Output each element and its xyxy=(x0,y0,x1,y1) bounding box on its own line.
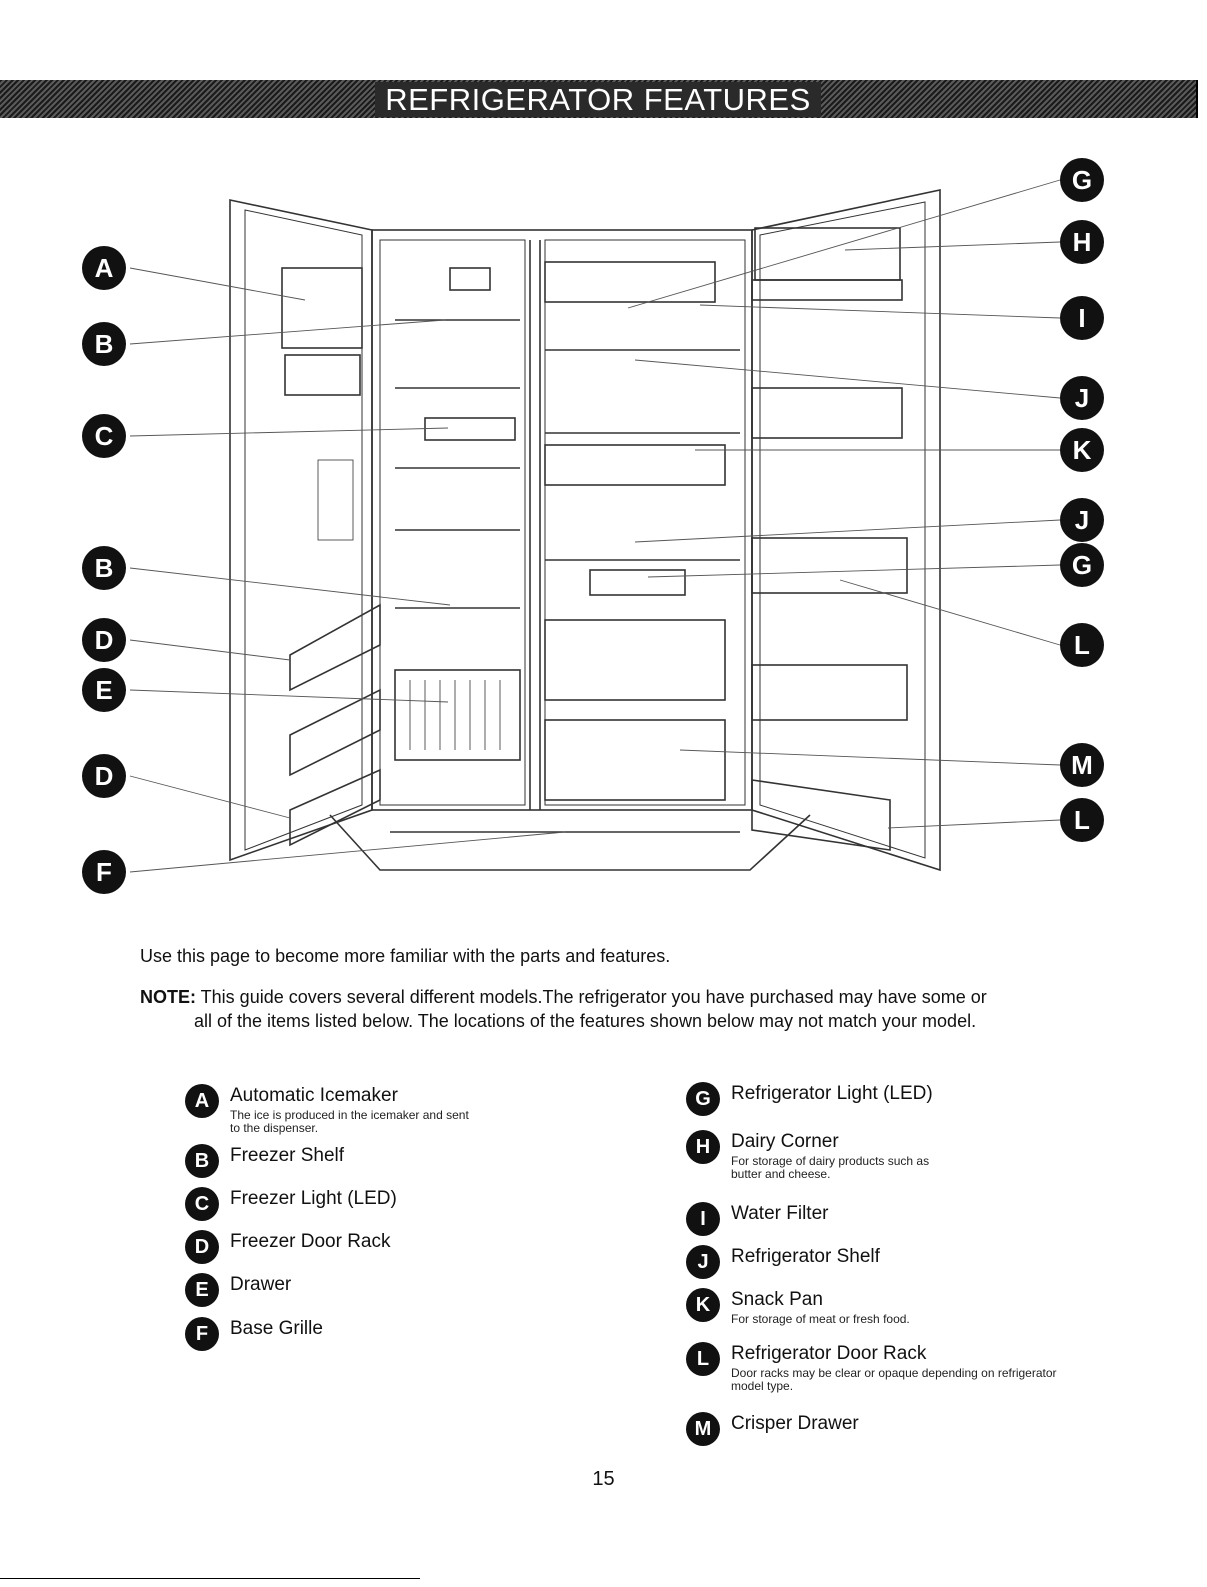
legend-name-d: Freezer Door Rack xyxy=(230,1231,391,1252)
page-number: 15 xyxy=(592,1468,615,1490)
legend-badge-b: B xyxy=(185,1144,219,1178)
svg-text:E: E xyxy=(195,1279,208,1301)
svg-text:B: B xyxy=(95,553,114,583)
legend-name-a: Automatic Icemaker xyxy=(230,1085,398,1106)
callout-g-lower: G xyxy=(1060,543,1104,587)
legend-badge-f: F xyxy=(185,1317,219,1351)
svg-text:M: M xyxy=(695,1418,712,1440)
legend-name-g: Refrigerator Light (LED) xyxy=(731,1083,933,1104)
svg-text:G: G xyxy=(1072,550,1092,580)
callout-b-lower: B xyxy=(82,546,126,590)
note-text: NOTE: This guide covers several differen… xyxy=(140,985,1100,1033)
callout-h: H xyxy=(1060,220,1104,264)
callout-i: I xyxy=(1060,296,1104,340)
leader-lines xyxy=(129,179,1061,873)
callout-g-upper: G xyxy=(1060,158,1104,202)
svg-text:D: D xyxy=(95,625,114,655)
refrigerator-drawing xyxy=(229,189,941,872)
svg-text:L: L xyxy=(1074,805,1090,835)
svg-text:H: H xyxy=(1073,227,1092,257)
svg-text:A: A xyxy=(95,253,114,283)
legend-badge-m: M xyxy=(686,1412,720,1446)
legend-name-i: Water Filter xyxy=(731,1203,829,1224)
legend-name-m: Crisper Drawer xyxy=(731,1413,859,1434)
callout-m: M xyxy=(1060,743,1104,787)
legend-name-e: Drawer xyxy=(230,1274,292,1295)
note-line2: all of the items listed below. The locat… xyxy=(194,1011,977,1031)
legend-badge-a: A xyxy=(185,1084,219,1118)
callout-l-lower: L xyxy=(1060,798,1104,842)
legend-badge-j: J xyxy=(686,1245,720,1279)
legend-badge-k: K xyxy=(686,1288,720,1322)
svg-text:D: D xyxy=(95,761,114,791)
callout-a: A xyxy=(82,246,126,290)
callout-b-upper: B xyxy=(82,322,126,366)
legend-name-c: Freezer Light (LED) xyxy=(230,1188,397,1209)
legend-desc-a: The ice is produced in the icemaker and … xyxy=(230,1108,469,1135)
svg-text:A: A xyxy=(195,1090,209,1112)
legend-name-b: Freezer Shelf xyxy=(230,1145,345,1166)
svg-text:B: B xyxy=(195,1150,209,1172)
svg-text:B: B xyxy=(95,329,114,359)
legend-desc-h: For storage of dairy products such as bu… xyxy=(731,1154,930,1181)
refrigerator-diagram: A B C B D E D F G H I J K J G L M L xyxy=(82,158,1104,894)
callout-j-upper: J xyxy=(1060,376,1104,420)
svg-text:F: F xyxy=(196,1323,208,1345)
note-label: NOTE: xyxy=(140,987,196,1007)
intro-text: Use this page to become more familiar wi… xyxy=(140,946,671,966)
svg-text:J: J xyxy=(697,1251,708,1273)
bottom-rule xyxy=(0,1578,420,1579)
callout-j-lower: J xyxy=(1060,498,1104,542)
svg-text:G: G xyxy=(1072,165,1092,195)
svg-text:H: H xyxy=(696,1136,710,1158)
svg-text:D: D xyxy=(195,1236,209,1258)
legend-badge-e: E xyxy=(185,1273,219,1307)
legend-badge-l: L xyxy=(686,1342,720,1376)
svg-text:I: I xyxy=(700,1208,706,1230)
callout-d-upper: D xyxy=(82,618,126,662)
legend-name-l: Refrigerator Door Rack xyxy=(731,1343,927,1364)
callout-d-lower: D xyxy=(82,754,126,798)
callout-l-upper: L xyxy=(1060,623,1104,667)
svg-text:L: L xyxy=(697,1348,709,1370)
legend-badge-d: D xyxy=(185,1230,219,1264)
svg-text:M: M xyxy=(1071,750,1093,780)
svg-text:I: I xyxy=(1078,303,1085,333)
svg-text:K: K xyxy=(1073,435,1092,465)
legend-name-f: Base Grille xyxy=(230,1318,323,1339)
callout-f: F xyxy=(82,850,126,894)
callout-k: K xyxy=(1060,428,1104,472)
legend-desc-l: Door racks may be clear or opaque depend… xyxy=(731,1366,1057,1393)
legend-name-h: Dairy Corner xyxy=(731,1131,839,1152)
svg-text:K: K xyxy=(696,1294,711,1316)
svg-text:C: C xyxy=(95,421,114,451)
legend-badge-c: C xyxy=(185,1187,219,1221)
legend-name-j: Refrigerator Shelf xyxy=(731,1246,880,1267)
svg-text:C: C xyxy=(195,1193,209,1215)
svg-text:L: L xyxy=(1074,630,1090,660)
svg-text:G: G xyxy=(695,1088,711,1110)
svg-text:E: E xyxy=(95,675,112,705)
legend-badge-g: G xyxy=(686,1082,720,1116)
legend-badge-h: H xyxy=(686,1130,720,1164)
callout-e: E xyxy=(82,668,126,712)
svg-text:F: F xyxy=(96,857,112,887)
legend-desc-k: For storage of meat or fresh food. xyxy=(731,1312,910,1326)
legend-name-k: Snack Pan xyxy=(731,1289,823,1310)
svg-text:J: J xyxy=(1075,383,1089,413)
page-title: REFRIGERATOR FEATURES xyxy=(0,82,1196,118)
header-bar: REFRIGERATOR FEATURES xyxy=(0,80,1198,118)
callout-c: C xyxy=(82,414,126,458)
legend-badge-i: I xyxy=(686,1202,720,1236)
note-line1: This guide covers several different mode… xyxy=(196,987,987,1007)
svg-text:J: J xyxy=(1075,505,1089,535)
